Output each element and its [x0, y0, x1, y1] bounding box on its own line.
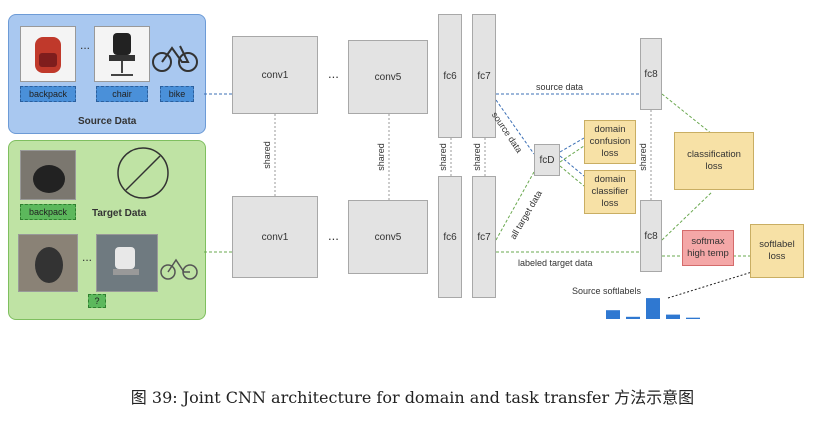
target-conv-ellipsis: ... — [328, 228, 339, 243]
conv1-target: conv1 — [232, 196, 318, 278]
target-unlabeled-photo-1 — [18, 234, 78, 292]
shared-label-conv1: shared — [261, 141, 272, 169]
fc8-target: fc8 — [640, 200, 662, 272]
softlabel-loss: softlabel loss — [750, 224, 804, 278]
target-data-title: Target Data — [92, 208, 147, 219]
figure-caption: 图 39: Joint CNN architecture for domain … — [130, 388, 695, 407]
target-bike-photo — [160, 246, 198, 286]
conv1-source: conv1 — [232, 36, 318, 114]
source-ellipsis: ... — [80, 38, 91, 52]
connection-lines — [204, 93, 753, 299]
target-backpack-photo — [20, 150, 76, 200]
target-unknown-label: ? — [88, 294, 106, 308]
fc6-target: fc6 — [438, 176, 462, 298]
source-label-chair: chair — [96, 86, 148, 102]
softlabel-bar — [686, 317, 700, 319]
source-data-title: Source Data — [78, 116, 137, 127]
target-ellipsis: ... — [82, 250, 93, 264]
conv5-target: conv5 — [348, 200, 428, 274]
fc8-source: fc8 — [640, 38, 662, 110]
shared-label-fc8: shared — [637, 143, 648, 171]
fc7-target: fc7 — [472, 176, 496, 298]
softlabel-bar — [606, 310, 620, 319]
fcD-block: fcD — [534, 144, 560, 176]
classification-loss: classification loss — [674, 132, 754, 190]
chair-photo — [94, 26, 150, 82]
backpack-photo — [20, 26, 76, 82]
source-label-bike: bike — [160, 86, 194, 102]
domain-confusion-loss: domain confusion loss — [584, 120, 636, 164]
shared-label-conv5: shared — [375, 143, 386, 171]
labeled-target-data-label: labeled target data — [518, 258, 593, 268]
source-softlabels-label: Source softlabels — [572, 286, 642, 296]
unknown-class-icon — [116, 146, 170, 205]
softlabel-bar — [666, 314, 680, 319]
architecture-diagram: ... backpack chair bike Source Data back… — [8, 14, 804, 320]
target-label-backpack: backpack — [20, 204, 76, 220]
source-softlabels-histogram — [606, 298, 700, 319]
shared-label-fc7: shared — [471, 143, 482, 171]
conv5-source: conv5 — [348, 40, 428, 114]
fc6-source: fc6 — [438, 14, 462, 138]
shared-label-fc6: shared — [437, 143, 448, 171]
source-data-flow-label: source data — [536, 82, 584, 92]
source-conv-ellipsis: ... — [328, 66, 339, 81]
domain-classifier-loss: domain classifier loss — [584, 170, 636, 214]
source-label-backpack: backpack — [20, 86, 76, 102]
softlabel-bar — [626, 316, 640, 319]
softlabel-bar — [646, 298, 660, 319]
fc7-source: fc7 — [472, 14, 496, 138]
bike-photo — [152, 30, 198, 80]
softmax-high-temp: softmax high temp — [682, 230, 734, 266]
target-unlabeled-photo-2 — [96, 234, 158, 292]
